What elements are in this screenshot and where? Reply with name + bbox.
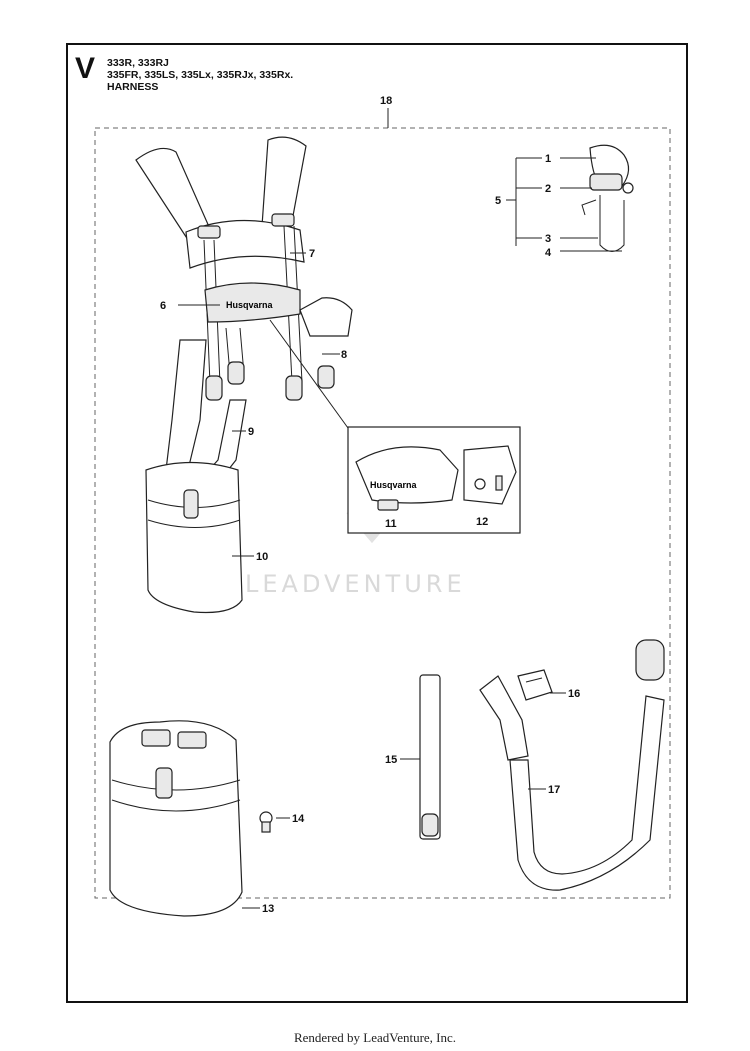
callout-4: 4: [545, 247, 552, 259]
buckle-12: [463, 445, 517, 505]
brand-label-pad: Husqvarna: [370, 480, 418, 490]
diagram-title: HARNESS: [107, 81, 159, 93]
diagram-frame: [66, 43, 688, 1003]
callout-6: 6: [160, 300, 166, 312]
models-line-1: 333R, 333RJ: [107, 57, 169, 69]
models-line-2: 335FR, 335LS, 335Lx, 335RJx, 335Rx.: [107, 69, 294, 81]
callout-14: 14: [292, 813, 305, 825]
section-letter: V: [75, 52, 96, 85]
assembly-boundary: [94, 127, 671, 899]
callout-7: 7: [309, 248, 315, 260]
callout-lines-1-5: [506, 157, 622, 252]
callout-5: 5: [495, 195, 501, 207]
footer-credit: Rendered by LeadVenture, Inc.: [293, 1030, 457, 1045]
pad-11: Husqvarna: [355, 446, 459, 511]
callout-3: 3: [545, 233, 551, 245]
callout-leaders: [178, 252, 566, 909]
strap-17: [479, 639, 665, 891]
buckle-16: [517, 669, 553, 701]
callout-13: 13: [262, 903, 274, 915]
callout-15: 15: [385, 754, 397, 766]
brand-label-harness: Husqvarna: [226, 300, 274, 310]
callout-16: 16: [568, 688, 580, 700]
strap-15: [419, 674, 441, 840]
callout-18: 18: [380, 95, 392, 107]
callout-11: 11: [385, 518, 397, 530]
callout-10: 10: [256, 551, 268, 563]
callout-1: 1: [545, 153, 551, 165]
shoulder-harness: Husqvarna: [135, 136, 353, 489]
hook-assembly: [581, 144, 634, 252]
watermark-text: LEADVENTURE: [245, 570, 466, 598]
callout-8: 8: [341, 349, 347, 361]
callout-9: 9: [248, 426, 254, 438]
pouch-10: [145, 461, 243, 614]
pouch-13: [109, 720, 243, 917]
callout-2: 2: [545, 183, 551, 195]
callout-12: 12: [476, 516, 488, 528]
callout-17: 17: [548, 784, 560, 796]
screw-14: [259, 811, 273, 833]
